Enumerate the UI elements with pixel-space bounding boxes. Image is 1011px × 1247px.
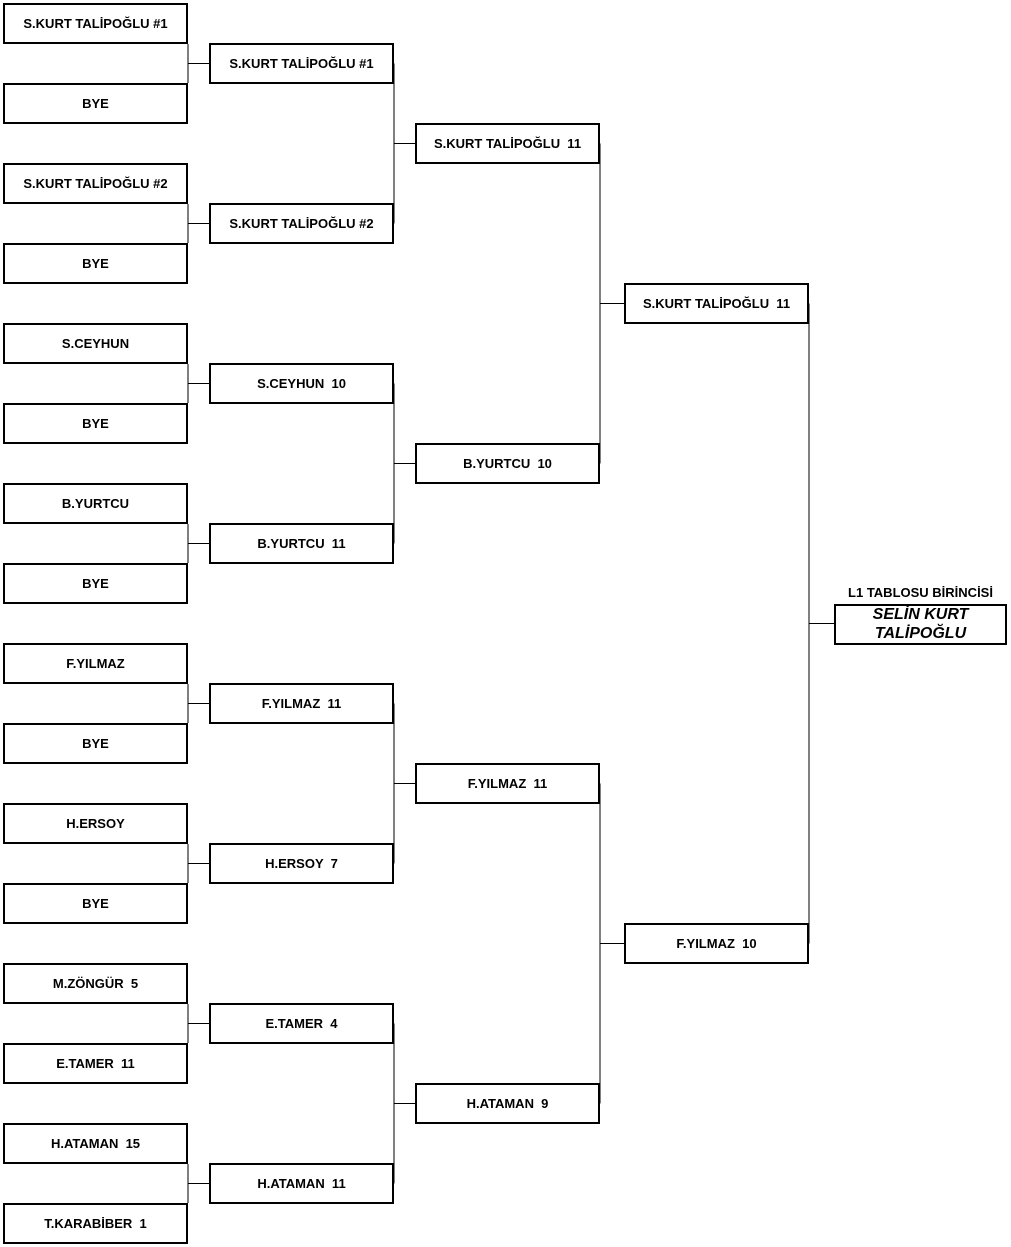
- bracket-entry-round-2: E.TAMER 4: [209, 1003, 394, 1044]
- bracket-entry-round-1: H.ATAMAN 15: [3, 1123, 188, 1164]
- bracket-entry-round-1: BYE: [3, 243, 188, 284]
- winner-name-box: SELİN KURT TALİPOĞLU: [834, 603, 1007, 645]
- bracket-entry-round-1: M.ZÖNGÜR 5: [3, 963, 188, 1004]
- bracket-entry-round-3: B.YURTCU 10: [415, 443, 600, 484]
- bracket-entry-round-3: H.ATAMAN 9: [415, 1083, 600, 1124]
- bracket-entry-round-1: S.KURT TALİPOĞLU #1: [3, 3, 188, 44]
- bracket-entry-round-1: BYE: [3, 403, 188, 444]
- bracket-entry-round-2: F.YILMAZ 11: [209, 683, 394, 724]
- bracket-entry-round-1: BYE: [3, 83, 188, 124]
- bracket-entry-round-4: S.KURT TALİPOĞLU 11: [624, 283, 809, 324]
- bracket-entry-round-1: S.KURT TALİPOĞLU #2: [3, 163, 188, 204]
- bracket-entry-round-1: E.TAMER 11: [3, 1043, 188, 1084]
- bracket-entry-round-1: BYE: [3, 563, 188, 604]
- bracket-entry-round-1: S.CEYHUN: [3, 323, 188, 364]
- bracket-entry-round-4: F.YILMAZ 10: [624, 923, 809, 964]
- bracket-entry-round-3: F.YILMAZ 11: [415, 763, 600, 804]
- bracket-entry-round-2: S.KURT TALİPOĞLU #2: [209, 203, 394, 244]
- winner-name: SELİN KURT TALİPOĞLU: [872, 606, 969, 642]
- bracket-entry-round-1: BYE: [3, 883, 188, 924]
- bracket-entry-round-3: S.KURT TALİPOĞLU 11: [415, 123, 600, 164]
- bracket-entry-round-1: T.KARABİBER 1: [3, 1203, 188, 1244]
- winner-title: L1 TABLOSU BİRİNCİSİ: [848, 584, 993, 600]
- bracket-entry-round-1: BYE: [3, 723, 188, 764]
- bracket-entry-round-2: H.ATAMAN 11: [209, 1163, 394, 1204]
- bracket-entry-round-1: F.YILMAZ: [3, 643, 188, 684]
- bracket-entry-round-2: H.ERSOY 7: [209, 843, 394, 884]
- bracket-entry-round-1: B.YURTCU: [3, 483, 188, 524]
- bracket-entry-round-2: S.CEYHUN 10: [209, 363, 394, 404]
- bracket-entry-round-1: H.ERSOY: [3, 803, 188, 844]
- bracket-entry-round-2: B.YURTCU 11: [209, 523, 394, 564]
- bracket-entry-round-2: S.KURT TALİPOĞLU #1: [209, 43, 394, 84]
